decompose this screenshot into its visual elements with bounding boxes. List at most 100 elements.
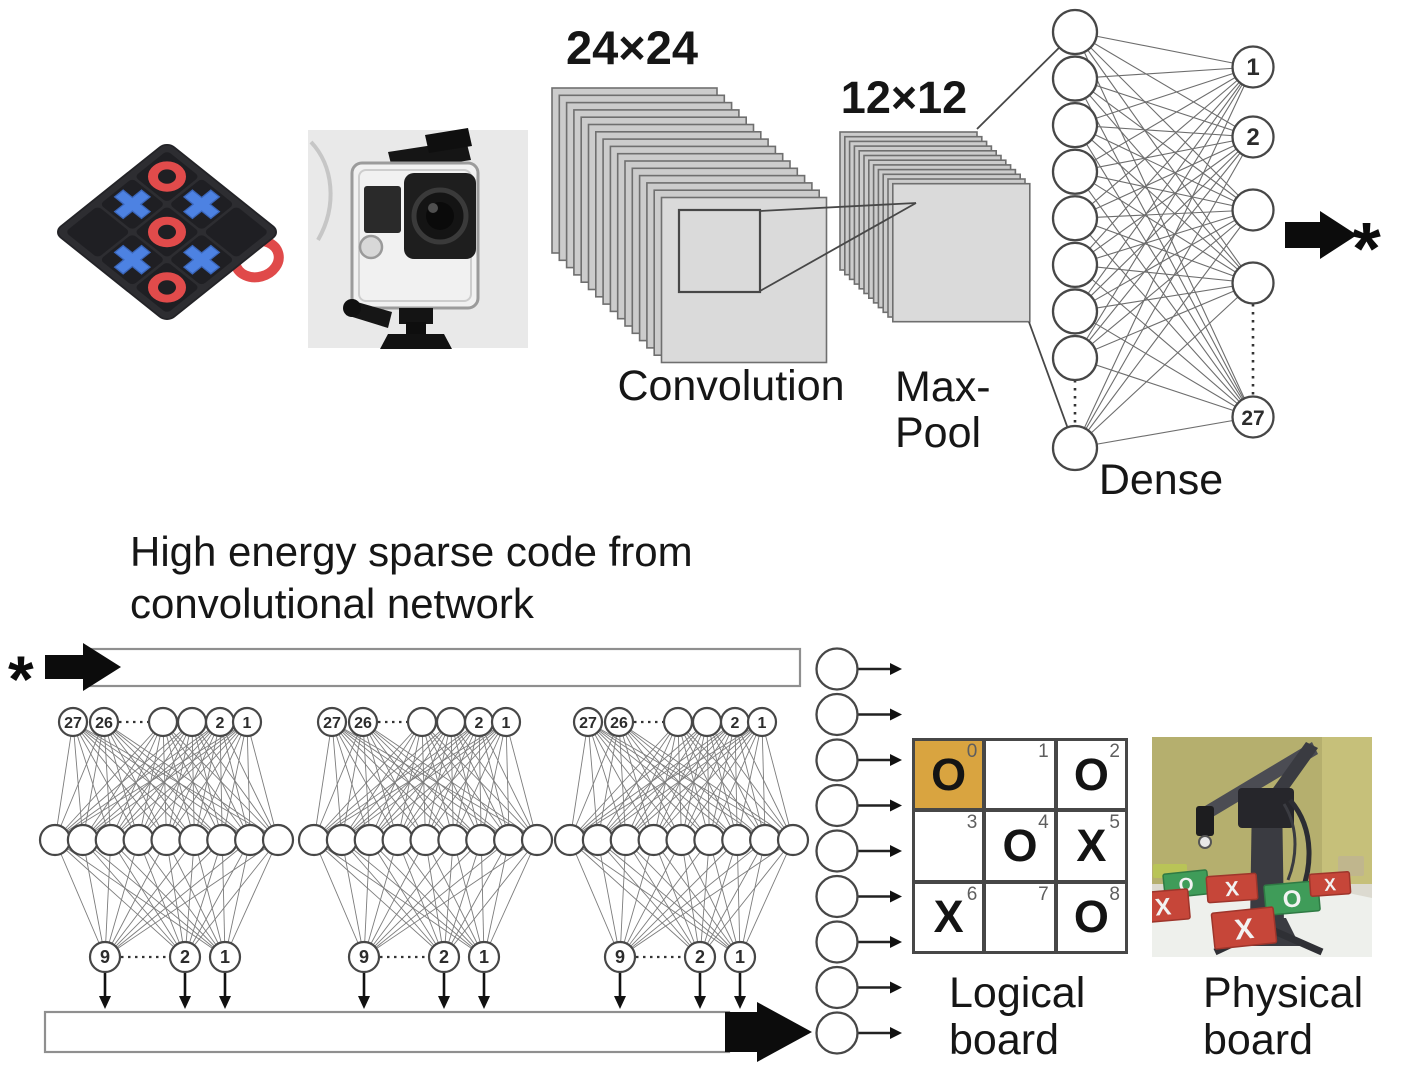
decoder-output-arrowhead-icon bbox=[478, 996, 490, 1009]
decoder-connection bbox=[625, 839, 701, 958]
dense-hidden-node bbox=[1051, 101, 1099, 149]
decoder-connection bbox=[597, 839, 741, 958]
dense-output-node-label: 27 bbox=[1241, 407, 1264, 430]
cell-index: 8 bbox=[1109, 883, 1120, 905]
decoder-connection bbox=[569, 839, 621, 958]
decoder-connection bbox=[104, 839, 195, 958]
decoder-hidden-node bbox=[665, 823, 698, 857]
dense-connection bbox=[1074, 136, 1254, 219]
decoder-connection bbox=[104, 839, 112, 958]
cell-mark: X bbox=[1076, 819, 1107, 871]
board-tile: X bbox=[1205, 872, 1259, 904]
decoder-connection bbox=[331, 721, 510, 841]
decoder-connection bbox=[246, 721, 251, 841]
x-piece bbox=[182, 244, 221, 275]
decoder-connection bbox=[166, 839, 226, 958]
caption-line2: convolutional network bbox=[130, 580, 534, 627]
cell-mark: O bbox=[931, 748, 967, 800]
decoder-input-node bbox=[662, 706, 694, 738]
dense-connection bbox=[1074, 209, 1254, 449]
board-cell-1: 1 bbox=[986, 741, 1054, 809]
decoder-hidden-node bbox=[693, 823, 726, 857]
decoder-connection bbox=[72, 721, 223, 841]
cell-index: 2 bbox=[1109, 741, 1120, 762]
decoder-hidden-node bbox=[66, 823, 99, 857]
decoder-output-node-label: 9 bbox=[615, 947, 625, 967]
decoder-connection bbox=[505, 721, 510, 841]
board-tile: X bbox=[1152, 888, 1191, 924]
decoder-hidden-node bbox=[721, 823, 754, 857]
pool-projection-line bbox=[759, 202, 917, 292]
move-distribution-node bbox=[815, 920, 859, 964]
decoder-output-node bbox=[683, 940, 717, 974]
decoder-connection bbox=[619, 839, 655, 958]
decoder-connection bbox=[184, 839, 195, 958]
decoder-hidden-node bbox=[261, 823, 295, 857]
decoder-output-arrowhead-icon bbox=[734, 996, 746, 1009]
decoder-connection bbox=[569, 721, 708, 841]
decoder-connection bbox=[708, 839, 741, 958]
decoder-connection bbox=[425, 839, 485, 958]
decoder-connection bbox=[363, 839, 426, 958]
decoder-connection bbox=[331, 721, 343, 841]
decoder-input-node-label: 1 bbox=[758, 715, 767, 732]
cell-index: 3 bbox=[966, 812, 978, 834]
move-node-arrowhead-icon bbox=[890, 845, 902, 857]
decoder-hidden-node bbox=[122, 823, 155, 857]
decoder-connection bbox=[362, 721, 454, 841]
dense-output-node bbox=[1231, 395, 1275, 439]
decoder-connection bbox=[313, 721, 423, 841]
decoder-connection bbox=[619, 839, 710, 958]
dense-connection bbox=[1074, 31, 1254, 284]
decoder-connection bbox=[54, 721, 248, 841]
decoder-connection bbox=[619, 839, 682, 958]
decoder-connection bbox=[341, 721, 364, 841]
move-node-arrowhead-icon bbox=[890, 981, 902, 994]
o-piece bbox=[148, 272, 186, 303]
decoder-connection bbox=[569, 721, 763, 841]
tictactoe-board bbox=[57, 144, 277, 320]
decoder-connection bbox=[761, 721, 794, 841]
decoder-connection bbox=[103, 721, 223, 841]
decoder-connection bbox=[82, 721, 105, 841]
dense-connection bbox=[1074, 124, 1254, 138]
decoder-connection bbox=[82, 721, 248, 841]
decoder-connection bbox=[54, 839, 226, 958]
decoder-connection bbox=[313, 721, 480, 841]
dense-output-node bbox=[1231, 188, 1275, 232]
decoder-connection bbox=[331, 721, 538, 841]
decoder-input-node bbox=[231, 706, 263, 738]
decoder-input-node-label: 27 bbox=[64, 715, 82, 732]
cell-index: 6 bbox=[966, 883, 978, 905]
dense-connection bbox=[1074, 66, 1254, 266]
cell-index: 4 bbox=[1038, 812, 1049, 834]
decoder-connection bbox=[363, 839, 399, 958]
decoder-connection bbox=[104, 839, 140, 958]
decoder-connection bbox=[363, 839, 454, 958]
tile-mark: O bbox=[1282, 885, 1303, 914]
dense-connection bbox=[1074, 136, 1254, 312]
caption-line1: High energy sparse code from bbox=[130, 528, 693, 575]
decoder-connection bbox=[587, 721, 655, 841]
move-distribution-node bbox=[815, 783, 859, 828]
decoder-connection bbox=[138, 839, 226, 958]
decoder-input-node-label: 26 bbox=[610, 715, 628, 732]
decoder-connection bbox=[569, 721, 620, 841]
cell-mark bbox=[986, 741, 1053, 808]
x-piece bbox=[182, 189, 221, 220]
decoder-connection bbox=[331, 721, 371, 841]
tile-mark: X bbox=[1323, 874, 1336, 895]
decoder-connection bbox=[193, 721, 248, 841]
board-tile: X bbox=[1308, 871, 1352, 897]
cell-mark bbox=[915, 812, 982, 879]
decoder-output-node bbox=[347, 940, 381, 974]
o-piece bbox=[148, 161, 186, 192]
dense-hidden-node bbox=[1051, 288, 1099, 335]
decoder-connection bbox=[331, 721, 454, 841]
pool-label: Max- Pool bbox=[895, 364, 991, 456]
decoder-connection bbox=[54, 721, 193, 841]
decoder-hidden-node bbox=[749, 823, 782, 857]
